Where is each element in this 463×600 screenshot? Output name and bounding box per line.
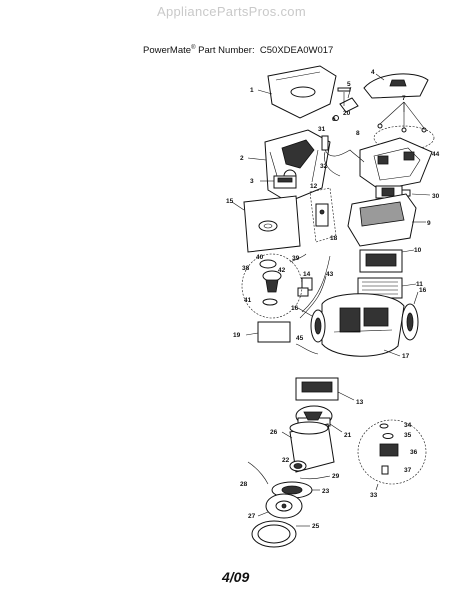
part-bearing — [289, 460, 307, 472]
callout-28: 28 — [240, 481, 248, 488]
callout-33: 33 — [370, 492, 378, 499]
callout-22: 22 — [282, 457, 290, 464]
callout-34: 34 — [404, 422, 412, 429]
part-flex-hose — [301, 255, 331, 313]
callout-7: 7 — [402, 95, 406, 102]
callout-15: 15 — [226, 198, 234, 205]
callout-26: 26 — [270, 429, 278, 436]
part-bracket — [297, 277, 313, 297]
part-number-line: PowerMate® Part Number: C50XDEA0W017 — [143, 45, 333, 56]
callout-17: 17 — [402, 353, 410, 360]
callout-27: 27 — [248, 513, 256, 520]
callout-32: 32 — [320, 163, 328, 170]
part-latch — [339, 97, 359, 113]
part-base-body — [321, 293, 405, 357]
part-pin — [337, 87, 351, 92]
callout-13: 13 — [356, 399, 364, 406]
callout-44: 44 — [432, 151, 440, 158]
part-body-top — [359, 137, 433, 191]
part-dust-bag — [243, 195, 301, 253]
part-number-label: Part Number: — [198, 45, 255, 57]
callout-2: 2 — [240, 155, 244, 162]
callout-14: 14 — [303, 271, 311, 278]
callout-10: 10 — [414, 247, 422, 254]
callout-4: 4 — [371, 69, 375, 76]
part-cord — [321, 135, 365, 177]
part-screws-set — [377, 101, 427, 133]
part-cable — [247, 461, 269, 485]
callout-19: 19 — [233, 332, 241, 339]
part-lower-ring — [265, 493, 303, 519]
part-valve-group — [259, 259, 282, 306]
callout-8: 8 — [356, 130, 360, 137]
part-kit-outline-2 — [357, 419, 427, 485]
callout-16-left: 16 — [291, 305, 299, 312]
part-top-cover — [267, 65, 337, 119]
part-screw — [333, 115, 339, 121]
callout-12: 12 — [310, 183, 318, 190]
part-number-value: C50XDEA0W017 — [259, 45, 334, 57]
callout-41: 41 — [244, 297, 252, 304]
callout-3: 3 — [250, 178, 254, 185]
part-handle-lid — [363, 73, 429, 99]
callout-36: 36 — [410, 449, 418, 456]
part-kit-outline — [241, 253, 303, 319]
part-outer-ring — [251, 520, 297, 548]
callout-23: 23 — [322, 488, 330, 495]
part-filter-cassette — [359, 249, 403, 273]
part-filter-frame — [273, 175, 297, 189]
callout-45: 45 — [296, 335, 304, 342]
part-hepa-filter — [357, 277, 403, 299]
callout-5: 5 — [347, 81, 351, 88]
callout-37: 37 — [404, 467, 412, 474]
part-wire-harness — [295, 343, 319, 355]
part-switch-kit — [379, 423, 399, 475]
callout-43: 43 — [326, 271, 334, 278]
callout-30: 30 — [432, 193, 440, 200]
callout-39: 39 — [292, 255, 300, 262]
callout-1: 1 — [250, 87, 254, 94]
callout-18: 18 — [330, 235, 338, 242]
page-number: 4/09 — [222, 569, 250, 585]
watermark: AppliancePartsPros.com — [157, 4, 306, 19]
callout-21: 21 — [344, 432, 352, 439]
callout-29: 29 — [332, 473, 340, 480]
part-hose-line — [289, 253, 307, 263]
callout-16-right: 16 — [419, 287, 427, 294]
callout-38: 38 — [242, 265, 250, 272]
part-wheel-left — [310, 309, 326, 343]
part-grille — [347, 193, 417, 247]
part-cable-2 — [299, 475, 331, 480]
part-filter-plate — [309, 187, 337, 243]
callout-42: 42 — [278, 267, 286, 274]
callout-25: 25 — [312, 523, 320, 530]
callout-labels: 1 2 3 4 5 6 7 8 9 10 11 12 13 14 15 16 1… — [226, 69, 440, 530]
part-motor-cylinder — [289, 421, 335, 473]
callout-31: 31 — [318, 126, 326, 133]
callout-11: 11 — [416, 281, 423, 288]
callout-6: 6 — [332, 116, 336, 123]
registered-mark: ® — [191, 45, 196, 51]
callout-9: 9 — [427, 220, 431, 227]
callout-35: 35 — [404, 432, 412, 439]
callout-20: 20 — [343, 110, 351, 117]
part-filter-housing — [295, 377, 339, 401]
part-gasket — [257, 321, 291, 343]
part-seal-ring — [373, 125, 435, 151]
brand-name: PowerMate — [143, 45, 192, 57]
callout-40: 40 — [256, 254, 264, 261]
part-wheel-right — [401, 303, 419, 341]
part-wire — [299, 275, 327, 319]
